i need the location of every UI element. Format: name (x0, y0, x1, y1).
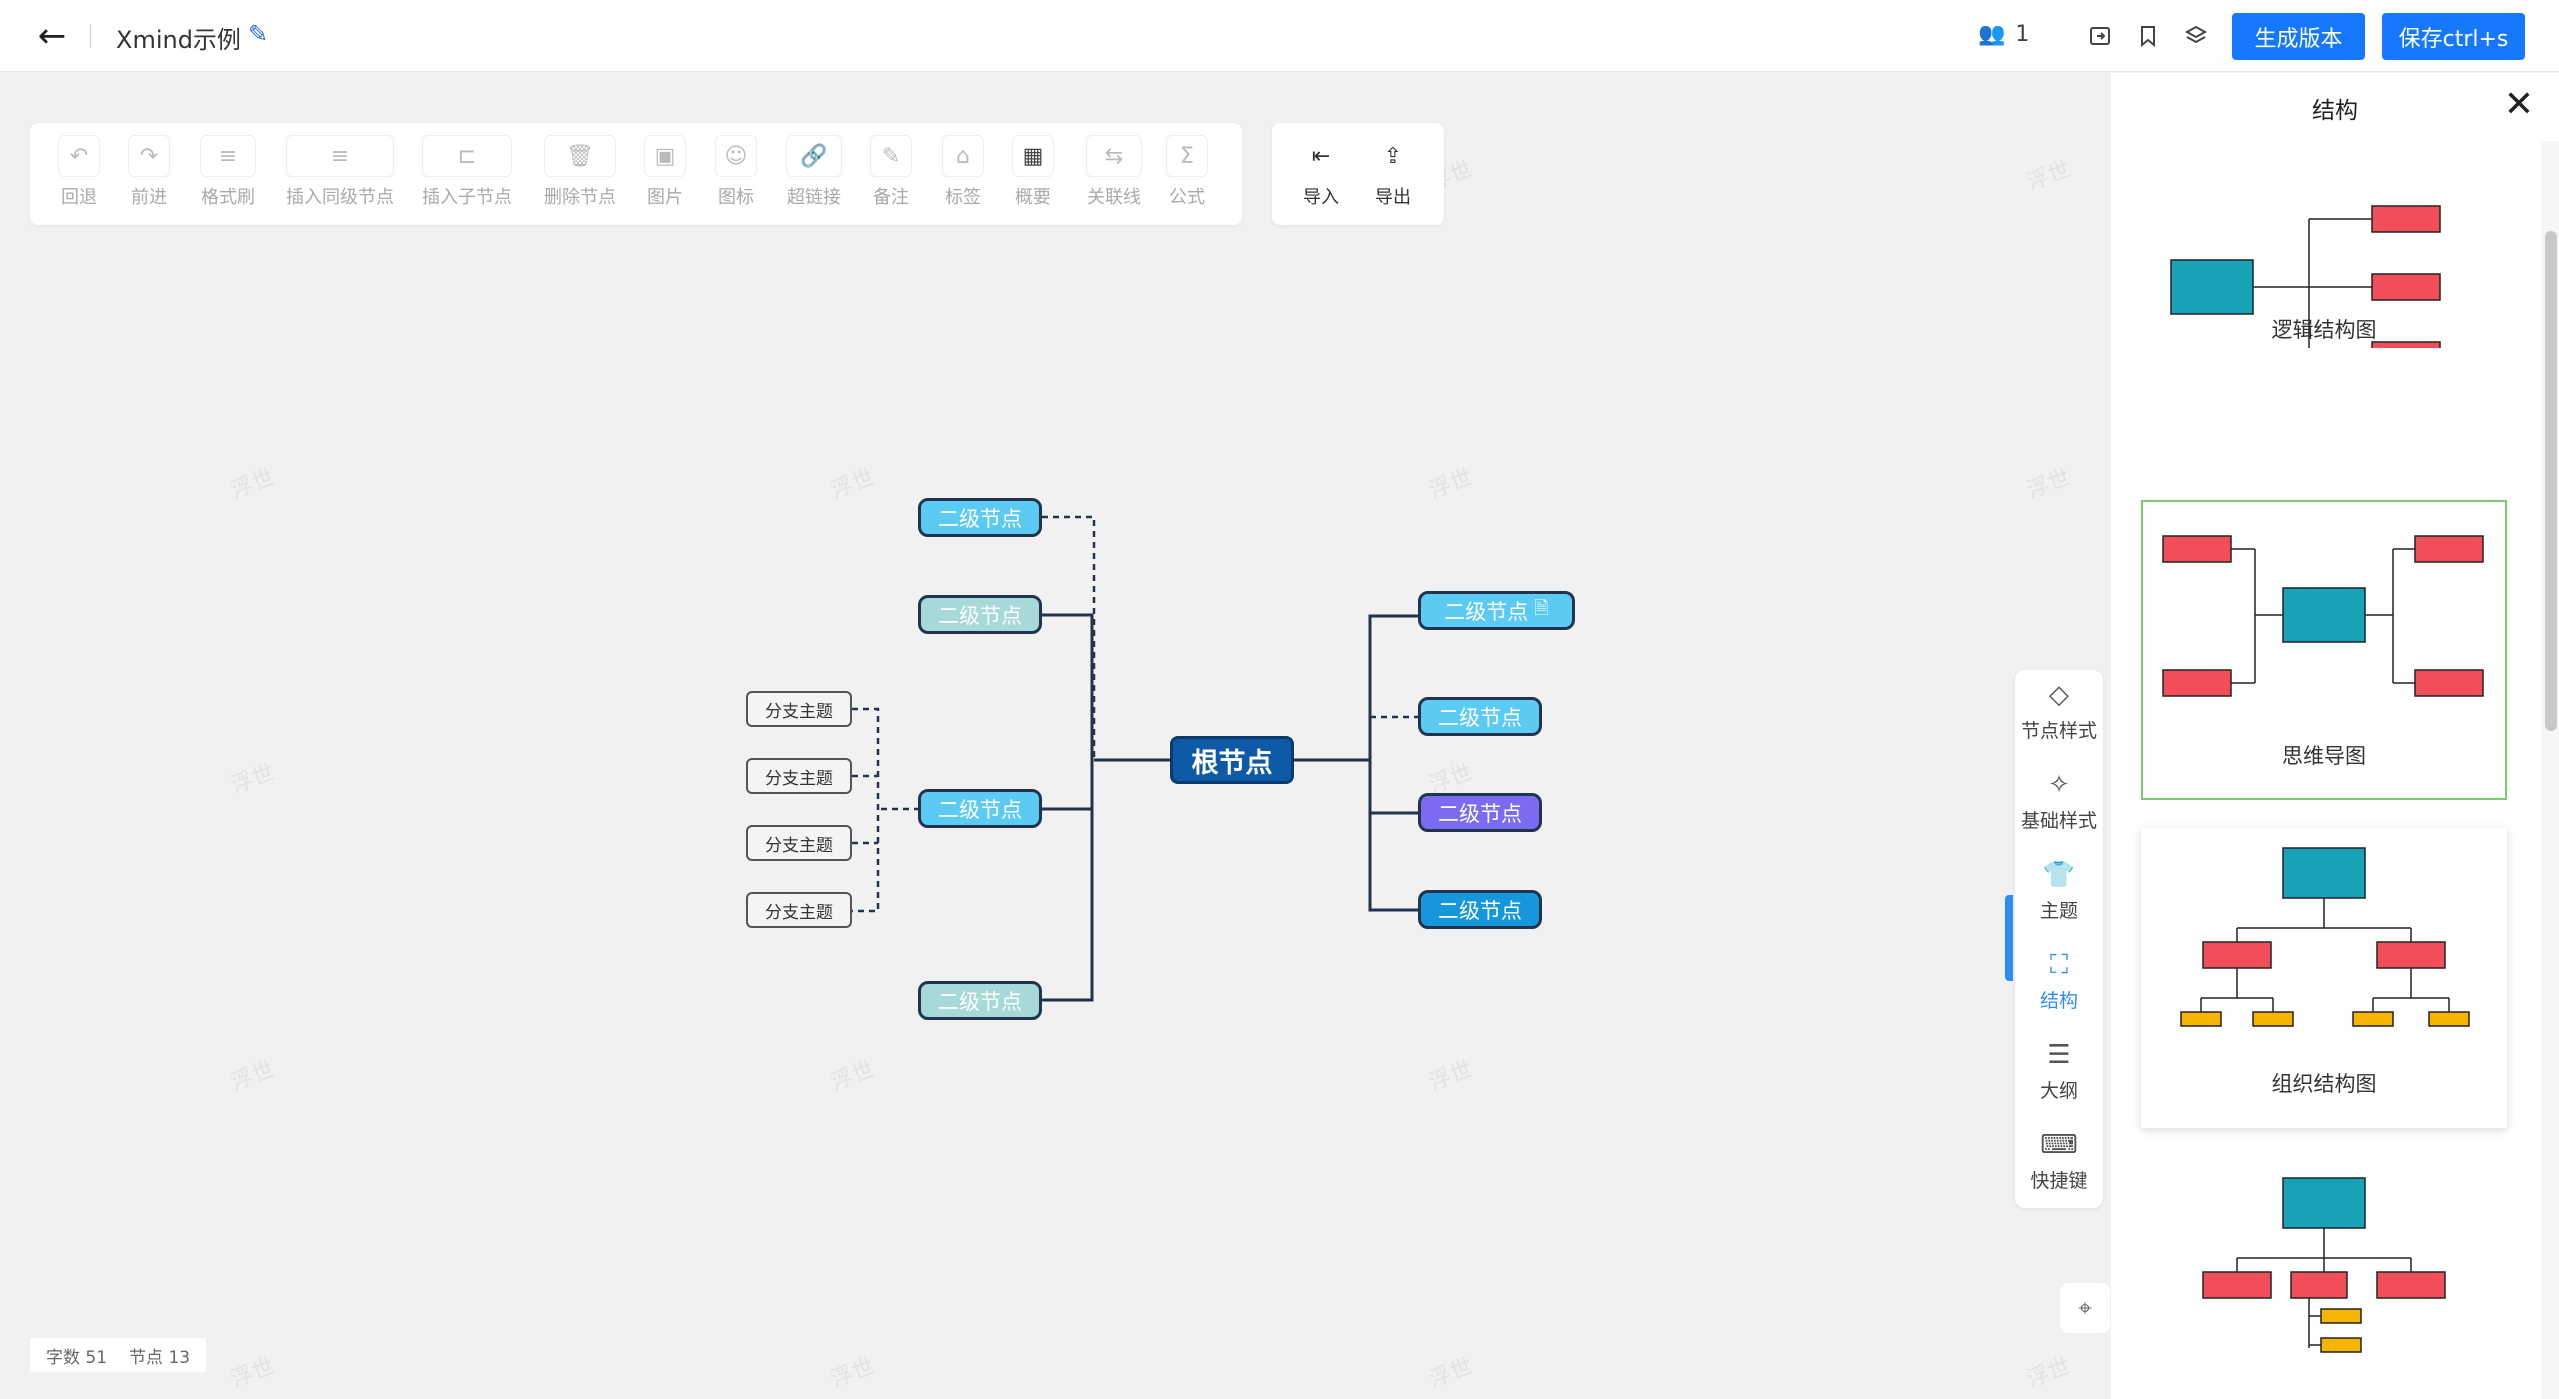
generate-version-button[interactable]: 生成版本 (2232, 13, 2365, 60)
magic-wand-icon: ✧ (2048, 770, 2070, 800)
layout-label: 逻辑结构图 (2271, 318, 2377, 342)
right-node-1[interactable]: 二级节点 🗎 (1418, 591, 1575, 630)
image-icon: ▣ (644, 135, 686, 177)
outline-icon: ☰ (2047, 1040, 2071, 1070)
structure-panel: 结构 ✕ 逻辑结构图 思维导图 (2111, 73, 2559, 1399)
mindmap-connectors (852, 515, 1418, 1002)
right-node-3[interactable]: 二级节点 (1418, 793, 1542, 832)
bookmark-icon[interactable] (2134, 22, 2162, 50)
side-nav: ◇节点样式 ✧基础样式 👕主题 ⛶结构 ☰大纲 ⌨快捷键 (2005, 670, 2103, 1208)
formula-icon: Σ (1166, 135, 1208, 177)
shirt-icon: 👕 (2042, 860, 2076, 890)
note-button[interactable]: ✎备注 (870, 135, 912, 209)
delete-node-button[interactable]: 🗑删除节点 (544, 135, 616, 209)
branch-topic-3[interactable]: 分支主题 (746, 825, 852, 861)
left-node-4[interactable]: 二级节点 (918, 981, 1042, 1020)
tree-structure-preview (2202, 1177, 2446, 1353)
node-count: 节点 13 (129, 1347, 191, 1368)
link-icon: 🔗 (786, 135, 842, 177)
import-export-toolbar: ⇤导入 ⇪导出 (1272, 123, 1444, 225)
panel-scrollbar[interactable] (2541, 141, 2559, 1399)
layout-mindmap-card[interactable]: 思维导图 (2141, 500, 2507, 800)
scrollbar-thumb[interactable] (2545, 231, 2557, 731)
edit-toolbar: ↶回退 ↷前进 ≡格式刷 ≡插入同级节点 ⊏插入子节点 🗑删除节点 ▣图片 ☺图… (30, 123, 1242, 225)
nav-structure[interactable]: ⛶结构 (2039, 949, 2078, 1013)
status-bar: 字数 51 节点 13 (30, 1338, 207, 1372)
edit-title-icon[interactable]: ✎ (248, 20, 269, 48)
left-node-2[interactable]: 二级节点 (918, 595, 1042, 634)
layers-icon[interactable] (2182, 22, 2210, 50)
insert-sibling-button[interactable]: ≡插入同级节点 (286, 135, 394, 209)
icon-button[interactable]: ☺图标 (715, 135, 757, 209)
structure-icon: ⛶ (2049, 949, 2069, 980)
org-structure-preview (2180, 847, 2470, 1027)
undo-icon: ↶ (58, 135, 100, 177)
redo-icon: ↷ (128, 135, 170, 177)
mindmap-preview (2162, 535, 2484, 697)
document-title: Xmind示例 (116, 26, 241, 54)
top-bar: ← Xmind示例 ✎ 👥 1 生成版本 保存ctrl+s (0, 0, 2559, 72)
active-indicator (2005, 895, 2013, 981)
trash-icon: 🗑 (544, 135, 616, 177)
note-icon: ✎ (870, 135, 912, 177)
left-node-1[interactable]: 二级节点 (918, 498, 1042, 537)
logic-structure-preview (2170, 205, 2441, 348)
right-node-2[interactable]: 二级节点 (1418, 697, 1542, 736)
import-icon: ⇤ (1311, 143, 1331, 169)
tag-icon: ⌂ (942, 135, 984, 177)
collaborator-count: 1 (2015, 22, 2030, 47)
node-style-icon: ◇ (2049, 680, 2069, 710)
nav-shortcuts[interactable]: ⌨快捷键 (2030, 1130, 2088, 1192)
sibling-node-icon: ≡ (286, 135, 394, 177)
nav-node-style[interactable]: ◇节点样式 (2020, 680, 2097, 742)
layout-logic-card[interactable]: 逻辑结构图 (2141, 168, 2507, 408)
redo-button[interactable]: ↷前进 (128, 135, 170, 209)
users-icon: 👥 (1978, 22, 2006, 47)
panel-title: 结构 (2312, 98, 2358, 124)
undo-button[interactable]: ↶回退 (58, 135, 100, 209)
keyboard-icon: ⌨ (2040, 1130, 2078, 1160)
layout-tree-card[interactable] (2141, 1158, 2507, 1399)
nav-outline[interactable]: ☰大纲 (2039, 1040, 2078, 1102)
branch-topic-1[interactable]: 分支主题 (746, 691, 852, 727)
nav-base-style[interactable]: ✧基础样式 (2020, 770, 2097, 832)
child-node-icon: ⊏ (422, 135, 512, 177)
locate-icon[interactable]: ⌖ (2060, 1283, 2110, 1333)
right-node-1-label: 二级节点 (1444, 599, 1529, 624)
right-node-4[interactable]: 二级节点 (1418, 890, 1542, 929)
import-button[interactable]: ⇤导入 (1300, 135, 1342, 209)
mindmap-canvas[interactable]: 浮世 浮世 浮世 浮世 浮世 浮世 浮世 浮世 浮世 浮世 浮世 浮世 浮世 浮… (0, 73, 2110, 1399)
hyperlink-button[interactable]: 🔗超链接 (786, 135, 842, 209)
summary-icon: ▦ (1012, 135, 1054, 177)
close-icon[interactable]: ✕ (2503, 84, 2535, 125)
nav-theme[interactable]: 👕主题 (2039, 860, 2078, 922)
relation-line-icon: ⇆ (1086, 135, 1142, 177)
layout-label: 组织结构图 (2271, 1072, 2377, 1096)
format-brush-icon: ≡ (200, 135, 256, 177)
divider (90, 24, 91, 48)
tag-button[interactable]: ⌂标签 (942, 135, 984, 209)
image-button[interactable]: ▣图片 (644, 135, 686, 209)
relation-line-button[interactable]: ⇆关联线 (1086, 135, 1142, 209)
format-brush-button[interactable]: ≡格式刷 (200, 135, 256, 209)
summary-button[interactable]: ▦概要 (1012, 135, 1054, 209)
left-node-3[interactable]: 二级节点 (918, 789, 1042, 828)
emoji-icon: ☺ (715, 135, 757, 177)
collaborators[interactable]: 👥 1 (1978, 22, 2029, 47)
arrow-left-icon[interactable]: ← (37, 16, 67, 56)
export-button[interactable]: ⇪导出 (1372, 135, 1414, 209)
branch-topic-2[interactable]: 分支主题 (746, 758, 852, 794)
root-node[interactable]: 根节点 (1170, 736, 1294, 784)
note-icon[interactable]: 🗎 (1534, 597, 1549, 619)
word-count: 字数 51 (46, 1347, 108, 1368)
layout-org-card[interactable]: 组织结构图 (2141, 828, 2507, 1128)
export-icon: ⇪ (1383, 143, 1403, 169)
save-button[interactable]: 保存ctrl+s (2382, 13, 2525, 60)
branch-topic-4[interactable]: 分支主题 (746, 892, 852, 928)
insert-child-button[interactable]: ⊏插入子节点 (422, 135, 512, 209)
layout-label: 思维导图 (2282, 744, 2366, 768)
share-icon[interactable] (2086, 22, 2114, 50)
